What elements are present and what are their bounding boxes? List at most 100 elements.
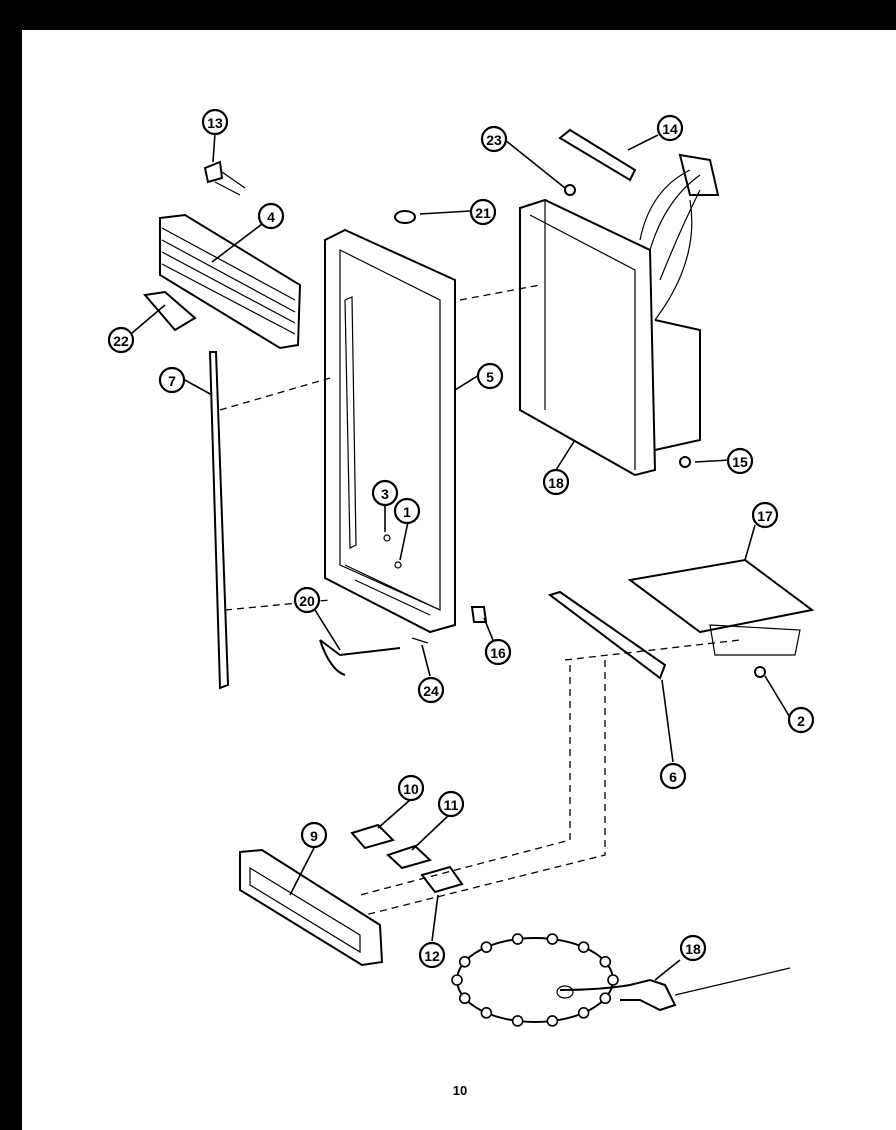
callout-circle — [469, 198, 497, 226]
part-18-probe — [451, 933, 791, 1027]
callout-circle — [417, 676, 445, 704]
probe-bead — [577, 1007, 590, 1019]
callout-circle — [484, 638, 512, 666]
probe-bead — [577, 941, 590, 953]
probe-bead — [480, 1007, 493, 1019]
probe-bead — [511, 1015, 524, 1027]
callout-c16: 16 — [484, 638, 512, 666]
callout-number: 15 — [732, 454, 748, 470]
part-14-terminal — [558, 128, 720, 321]
callout-circle — [480, 125, 508, 153]
callout-c15: 15 — [726, 447, 754, 475]
callout-circle — [542, 468, 570, 496]
callout-c18b: 18 — [679, 934, 707, 962]
probe-bead — [458, 955, 471, 968]
callout-circle — [201, 108, 229, 136]
callout-c6: 6 — [659, 762, 687, 790]
part-22-plate — [143, 290, 197, 332]
part-13-clip — [203, 160, 246, 196]
callouts: 13 14 23 4 21 22 7 5 18 15 31 17 20 16 24 2 6 10 11 9 12 18 — [107, 108, 815, 969]
probe-bead — [451, 974, 463, 986]
callout-number: 7 — [168, 373, 176, 389]
probe-bead — [458, 992, 471, 1005]
callout-number: 13 — [207, 115, 223, 131]
callout-c13: 13 — [201, 108, 229, 136]
callout-c17: 17 — [751, 501, 779, 529]
callout-number: 17 — [757, 508, 773, 524]
callout-c18a: 18 — [542, 468, 570, 496]
callout-c24: 24 — [417, 676, 445, 704]
callout-number: 20 — [299, 593, 315, 609]
callout-number: 3 — [381, 486, 389, 502]
part-17-bracket — [627, 558, 815, 656]
callout-number: 5 — [486, 369, 494, 385]
callout-c11: 11 — [437, 790, 465, 818]
callout-c3: 3 — [371, 479, 399, 507]
page-number: 10 — [453, 1083, 467, 1098]
part-5-door-frame — [324, 228, 456, 634]
callout-circle — [751, 501, 779, 529]
part-9-bezel — [239, 848, 384, 967]
callout-number: 1 — [403, 504, 411, 520]
callout-c2: 2 — [787, 706, 815, 734]
callout-c9: 9 — [300, 821, 328, 849]
part-24-spring — [411, 637, 429, 644]
callout-number: 16 — [490, 645, 506, 661]
callout-number: 2 — [797, 713, 805, 729]
callout-number: 10 — [403, 781, 419, 797]
probe-bead — [599, 955, 612, 968]
callout-circle — [437, 790, 465, 818]
callout-number: 18 — [685, 941, 701, 957]
callout-circle — [293, 586, 321, 614]
part-6-rail — [547, 590, 667, 680]
part-21-bushing — [394, 210, 416, 224]
callout-circle — [656, 114, 684, 142]
part-4-grille — [159, 213, 302, 350]
parts-10-11-12-buttons — [350, 823, 464, 894]
callout-circle — [787, 706, 815, 734]
probe-bead — [607, 974, 619, 986]
probe-bead — [511, 933, 524, 945]
callout-circle — [726, 447, 754, 475]
callout-number: 6 — [669, 769, 677, 785]
part-15-screw — [679, 456, 691, 468]
callout-c20: 20 — [293, 586, 321, 614]
callout-c14: 14 — [656, 114, 684, 142]
callout-c7: 7 — [158, 366, 186, 394]
callout-c21: 21 — [469, 198, 497, 226]
probe-bead — [599, 992, 612, 1005]
callout-number: 24 — [423, 683, 439, 699]
callout-c5: 5 — [476, 362, 504, 390]
callout-number: 14 — [662, 121, 678, 137]
callout-c23: 23 — [480, 125, 508, 153]
callout-c22: 22 — [107, 326, 135, 354]
callout-number: 12 — [424, 948, 440, 964]
exploded-parts-diagram: 13 14 23 4 21 22 7 5 18 15 31 17 20 16 24 2 6 10 11 9 12 18 1… — [107, 108, 815, 1098]
callout-c4: 4 — [257, 202, 285, 230]
callout-circle — [476, 362, 504, 390]
callout-circle — [300, 821, 328, 849]
callout-number: 21 — [475, 205, 491, 221]
callout-circle — [393, 497, 421, 525]
callout-c10: 10 — [397, 774, 425, 802]
part-18-control-box — [519, 198, 701, 477]
callout-circle — [371, 479, 399, 507]
probe-bead — [546, 1015, 559, 1027]
callout-number: 23 — [486, 132, 502, 148]
callout-circle — [397, 774, 425, 802]
leader-lines — [131, 132, 792, 981]
callout-number: 4 — [267, 209, 275, 225]
part-7-strip — [208, 351, 230, 690]
callout-number: 22 — [113, 333, 129, 349]
callout-circle — [158, 366, 186, 394]
parts-3-1-screws — [383, 534, 402, 569]
callout-circle — [257, 202, 285, 230]
callout-circle — [418, 941, 446, 969]
callout-number: 11 — [444, 797, 459, 813]
callout-circle — [107, 326, 135, 354]
callout-circle — [659, 762, 687, 790]
part-2-screw — [754, 666, 766, 678]
callout-c12: 12 — [418, 941, 446, 969]
callout-number: 9 — [310, 828, 318, 844]
